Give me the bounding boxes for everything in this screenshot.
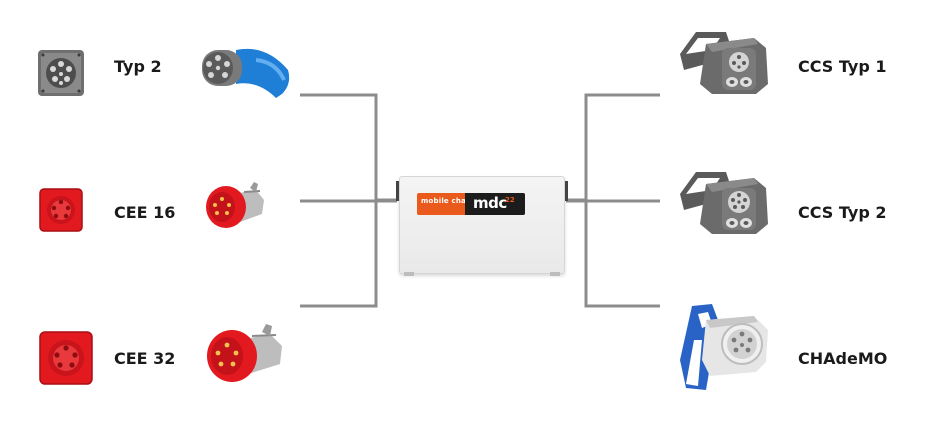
type2-plug-icon <box>202 48 290 98</box>
chademo-connector-icon <box>680 304 768 390</box>
model-text: mdc <box>473 194 507 212</box>
cee16-socket-icon <box>39 188 83 232</box>
right-foot <box>550 272 560 276</box>
mobile-charger-unit: mobile charger mdc 22 <box>396 176 568 276</box>
brand-text: mobile charger <box>421 197 484 205</box>
line-ccs-typ1 <box>566 93 660 202</box>
ccs-typ1-connector-icon <box>680 32 768 94</box>
output-label-ccs-typ1: CCS Typ 1 <box>798 57 887 76</box>
output-label-chademo: CHAdeMO <box>798 349 888 368</box>
line-typ2 <box>300 93 397 202</box>
type2-socket-icon <box>38 50 84 96</box>
cee32-plug-icon <box>207 324 282 382</box>
input-label-cee16: CEE 16 <box>114 203 176 222</box>
brand-panel: mobile charger mdc 22 <box>417 193 525 215</box>
line-chademo <box>584 201 660 308</box>
output-label-ccs-typ2: CCS Typ 2 <box>798 203 887 222</box>
ccs-typ2-connector-icon <box>680 172 768 234</box>
left-handle <box>396 181 399 201</box>
left-foot <box>404 272 414 276</box>
cee32-socket-icon <box>39 331 93 385</box>
input-label-typ2: Typ 2 <box>114 57 162 76</box>
input-label-cee32: CEE 32 <box>114 349 176 368</box>
right-handle <box>565 181 568 201</box>
model-number: 22 <box>505 196 515 204</box>
cee16-plug-icon <box>206 182 264 228</box>
line-cee32 <box>300 201 378 308</box>
model-panel <box>465 193 525 215</box>
